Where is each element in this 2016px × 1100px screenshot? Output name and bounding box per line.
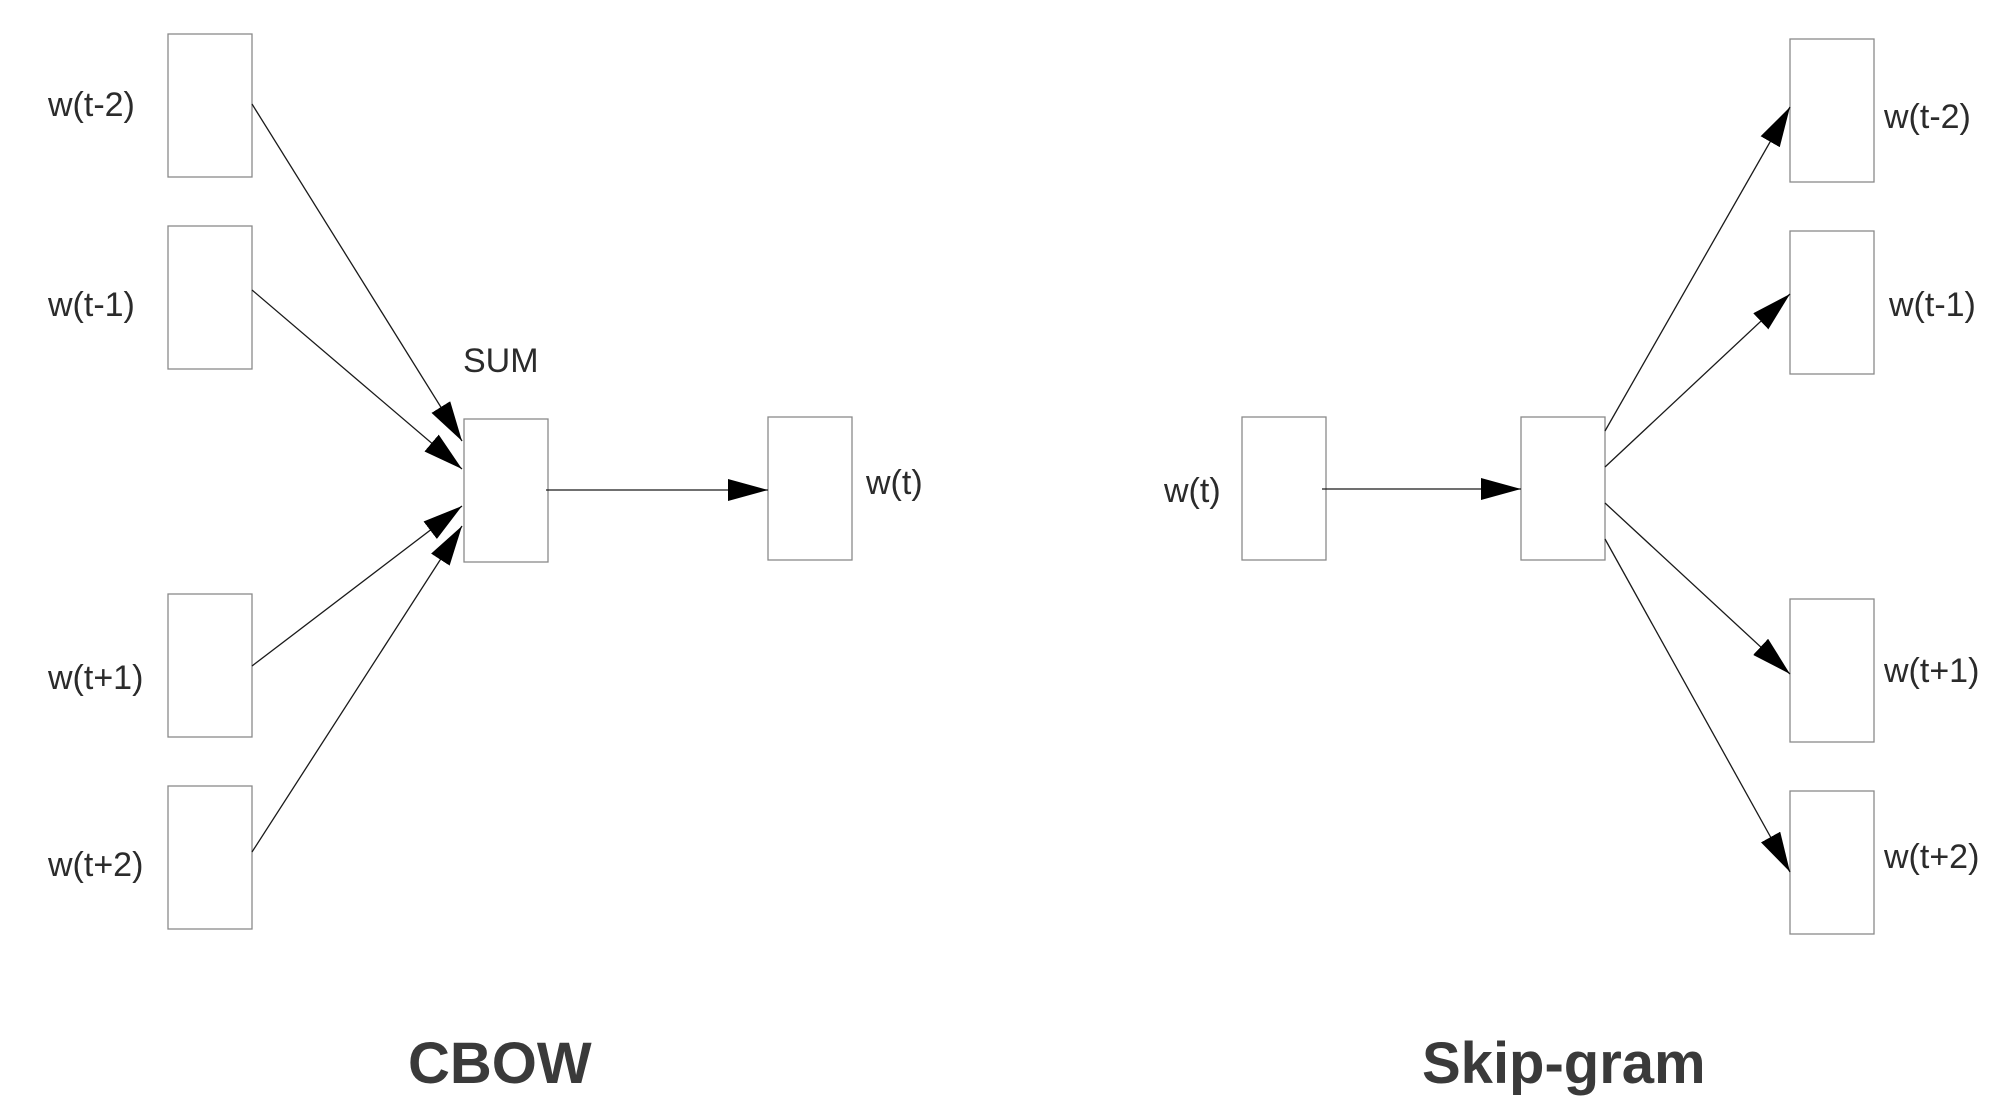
skipgram-input-box <box>1241 416 1327 561</box>
cbow-input-label-t-plus-2: w(t+2) <box>47 846 143 884</box>
cbow-output-box <box>767 416 853 561</box>
skipgram-arrow-projection-to-t-plus-2 <box>1604 538 1791 873</box>
cbow-input-box-t-minus-2 <box>167 33 253 178</box>
skipgram-output-box-t-plus-1 <box>1789 598 1875 743</box>
skipgram-title: Skip-gram <box>1422 1031 1706 1096</box>
skipgram-model: w(t) w(t-2) w(t-1) w(t+1) w(t+2) Skip-gr… <box>1163 38 1979 1096</box>
cbow-arrow-t-minus-2-to-sum <box>251 103 463 442</box>
cbow-arrow-t-minus-1-to-sum <box>251 289 463 470</box>
cbow-input-box-t-minus-1 <box>167 225 253 370</box>
skipgram-input-label: w(t) <box>1163 472 1221 510</box>
skipgram-arrow-projection-to-t-plus-1 <box>1604 502 1791 675</box>
cbow-arrow-t-plus-1-to-sum <box>251 505 463 667</box>
cbow-input-label-t-minus-1: w(t-1) <box>47 286 135 324</box>
cbow-model: w(t-2) w(t-1) w(t+1) w(t+2) SUM w(t) CBO… <box>47 33 923 1096</box>
skipgram-output-label-t-plus-1: w(t+1) <box>1883 652 1979 690</box>
cbow-input-box-t-plus-1 <box>167 593 253 738</box>
cbow-input-box-t-plus-2 <box>167 785 253 930</box>
cbow-output-label: w(t) <box>865 464 923 502</box>
cbow-title: CBOW <box>408 1031 592 1096</box>
skipgram-projection-box <box>1520 416 1606 561</box>
skipgram-output-label-t-plus-2: w(t+2) <box>1883 838 1979 876</box>
skipgram-arrow-projection-to-t-minus-2 <box>1604 106 1791 432</box>
cbow-input-label-t-minus-2: w(t-2) <box>47 86 135 124</box>
skipgram-output-box-t-minus-1 <box>1789 230 1875 375</box>
skipgram-output-label-t-minus-2: w(t-2) <box>1883 98 1971 136</box>
cbow-sum-label: SUM <box>463 342 539 380</box>
skipgram-output-box-t-minus-2 <box>1789 38 1875 183</box>
skipgram-arrow-projection-to-t-minus-1 <box>1604 293 1791 468</box>
cbow-arrow-t-plus-2-to-sum <box>251 525 463 853</box>
cbow-input-label-t-plus-1: w(t+1) <box>47 659 143 697</box>
cbow-sum-box <box>463 418 549 563</box>
skipgram-output-label-t-minus-1: w(t-1) <box>1888 286 1976 324</box>
skipgram-output-box-t-plus-2 <box>1789 790 1875 935</box>
